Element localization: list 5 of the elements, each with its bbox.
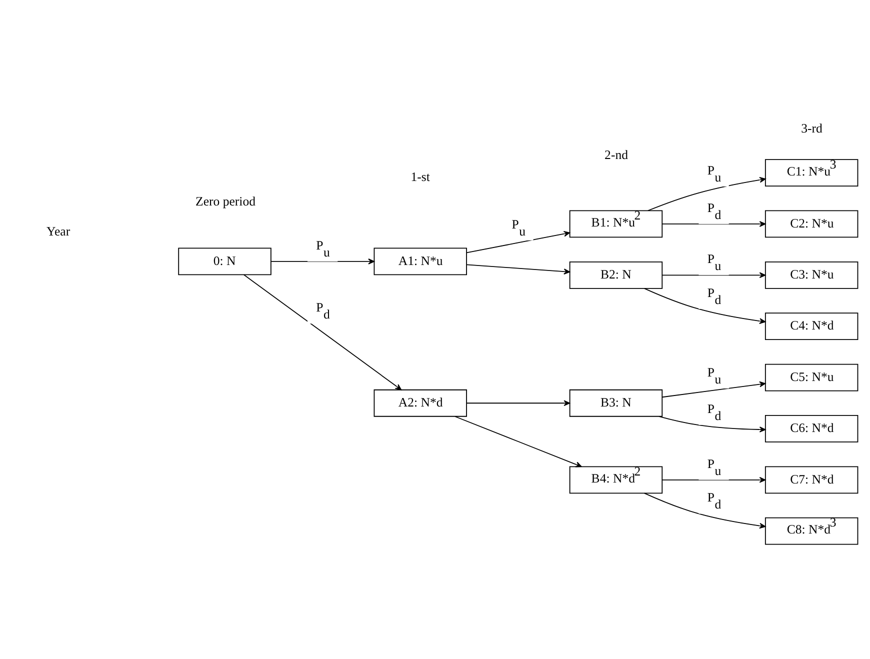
label: 3-rd	[801, 120, 822, 135]
label: Year	[46, 224, 70, 238]
label: 2-nd	[604, 147, 628, 162]
label: 1-st	[410, 169, 430, 184]
label: Zero period	[196, 194, 256, 208]
